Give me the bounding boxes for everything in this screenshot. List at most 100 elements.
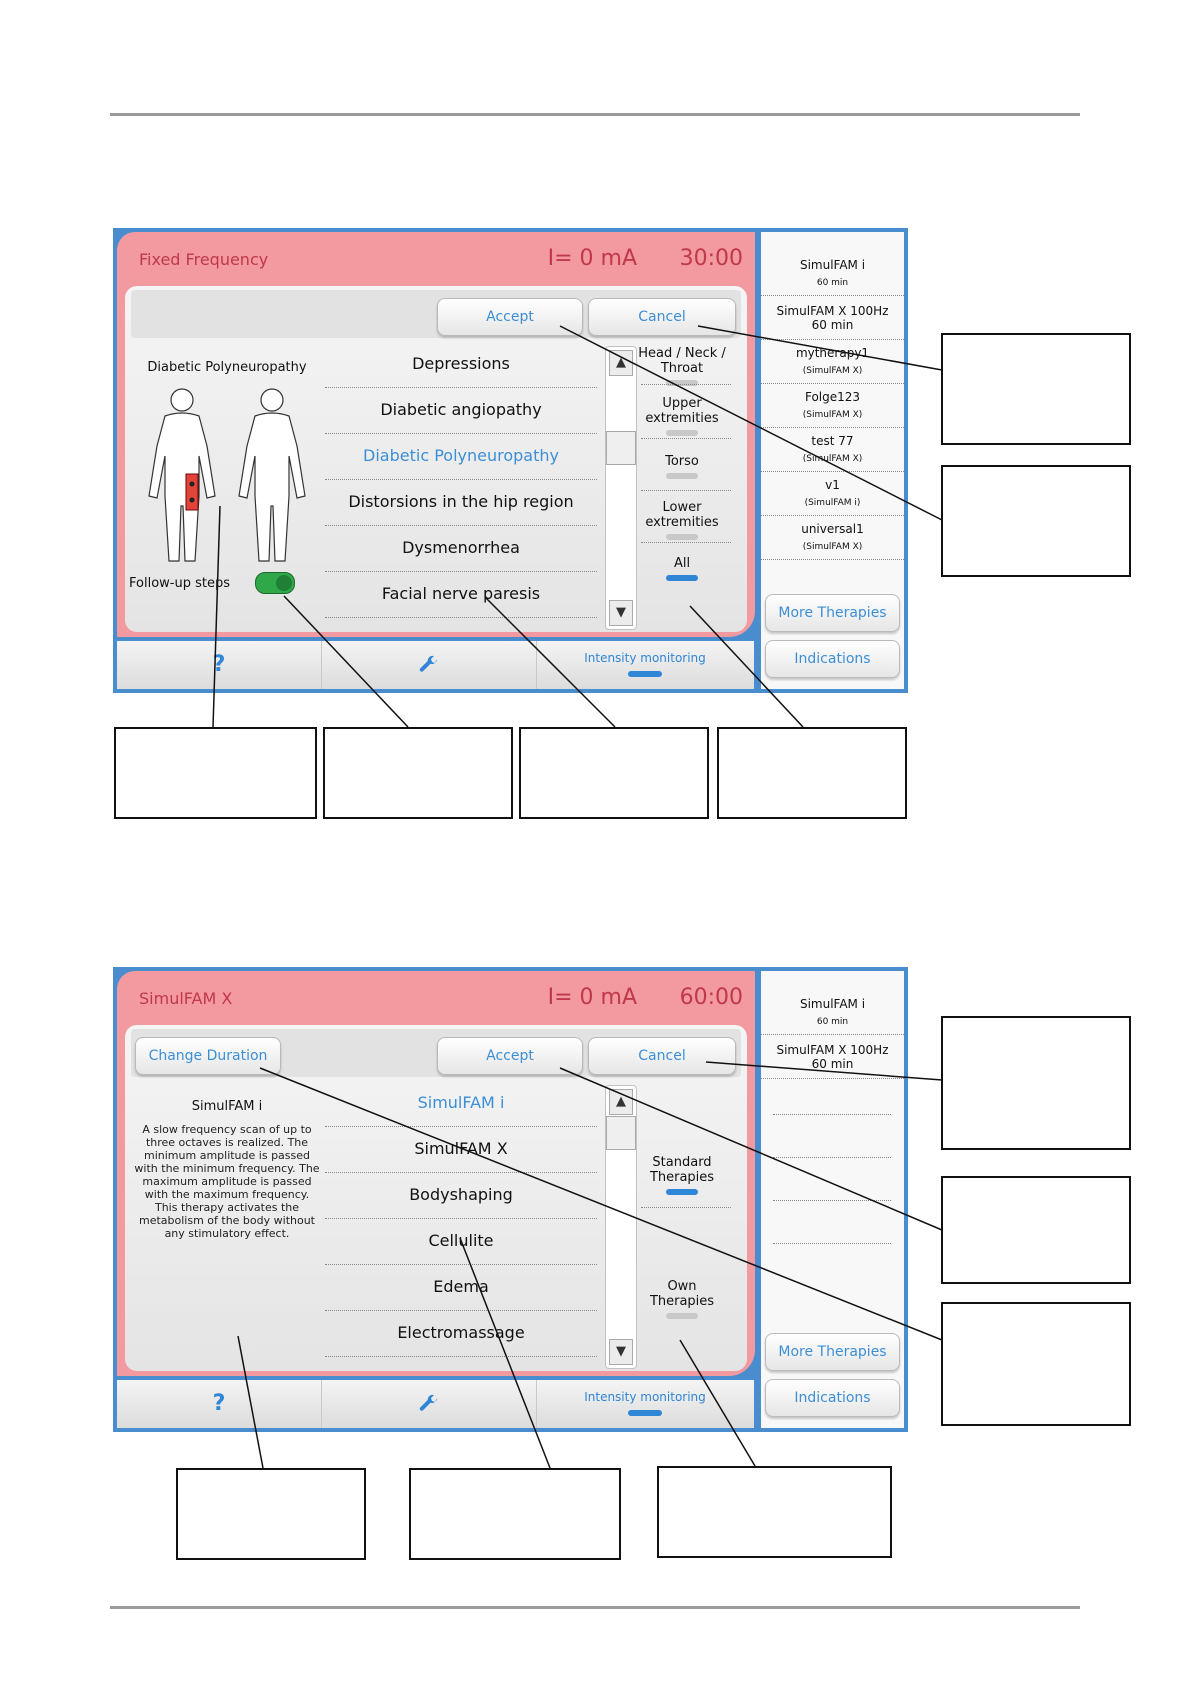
help-button[interactable]: ? <box>117 1380 322 1428</box>
indications-button[interactable]: Indications <box>765 640 900 678</box>
scroll-up-icon[interactable]: ▲ <box>609 350 633 376</box>
category-indicator <box>666 380 698 386</box>
current-readout: I= 0 mA <box>547 985 637 1010</box>
category-indicator <box>666 1189 698 1195</box>
bottom-toolbar: ? Intensity monitoring <box>117 1380 754 1428</box>
callout-box <box>941 333 1131 445</box>
sidebar-therapy-sub: (SimulFAM i) <box>804 497 861 508</box>
list-item[interactable]: Electromassage <box>325 1311 597 1357</box>
category-label: Lower extremities <box>645 500 719 530</box>
list-item[interactable]: Dysmenorrhea <box>325 526 597 572</box>
category-indicator <box>666 430 698 436</box>
category-filter-item[interactable]: Standard Therapies <box>635 1155 729 1195</box>
scroll-down-icon[interactable]: ▼ <box>609 600 633 626</box>
list-item[interactable]: SimulFAM i <box>325 1081 597 1127</box>
top-rule <box>110 113 1080 116</box>
sidebar-therapy-item[interactable]: v1 (SimulFAM i) <box>761 472 904 516</box>
sidebar-therapy-item[interactable]: SimulFAM i 60 min <box>761 991 904 1035</box>
more-therapies-button[interactable]: More Therapies <box>765 594 900 632</box>
category-label: Head / Neck / Throat <box>638 346 726 376</box>
scroll-thumb[interactable] <box>606 431 636 465</box>
callout-box <box>941 465 1131 577</box>
sidebar-therapy-name: SimulFAM X 100Hz 60 min <box>776 303 889 332</box>
sidebar-therapy-name: SimulFAM i <box>799 996 866 1011</box>
bottom-rule <box>110 1606 1080 1609</box>
description-text: A slow frequency scan of up to three oct… <box>134 1123 320 1240</box>
category-label: Standard Therapies <box>649 1155 715 1185</box>
sidebar-therapy-item[interactable]: Folge123(SimulFAM X) <box>761 384 904 428</box>
followup-toggle[interactable] <box>255 572 295 594</box>
scrollbar[interactable]: ▲ ▼ <box>605 346 637 630</box>
sidebar-therapy-sub: (SimulFAM X) <box>802 453 863 464</box>
sidebar-therapy-name: v1 <box>825 477 840 492</box>
category-filter-item[interactable]: Lower extremities <box>635 500 729 540</box>
category-label: Own Therapies <box>649 1279 715 1309</box>
category-divider <box>641 542 731 543</box>
sidebar-therapy-item[interactable]: mytherapy1 (SimulFAM X) <box>761 340 904 384</box>
sidebar-therapy-item[interactable]: SimulFAM X 100Hz 60 min <box>761 1035 904 1079</box>
list-item[interactable]: Distorsions in the hip region <box>325 480 597 526</box>
list-item[interactable]: Bodyshaping <box>325 1173 597 1219</box>
category-filter-item[interactable]: Head / Neck / Throat <box>635 346 729 386</box>
callout-box <box>409 1468 621 1560</box>
change-duration-button[interactable]: Change Duration <box>135 1037 281 1075</box>
intensity-indicator <box>628 671 662 677</box>
scroll-up-icon[interactable]: ▲ <box>609 1089 633 1115</box>
program-title: Fixed Frequency <box>139 250 269 269</box>
callout-box <box>114 727 317 819</box>
callout-box <box>519 727 709 819</box>
category-divider <box>641 1207 731 1208</box>
accept-button[interactable]: Accept <box>437 298 583 336</box>
more-therapies-button[interactable]: More Therapies <box>765 1333 900 1371</box>
list-item[interactable]: Depressions <box>325 342 597 388</box>
action-bar: Accept Cancel <box>131 290 741 338</box>
scrollbar[interactable]: ▲ ▼ <box>605 1085 637 1369</box>
sidebar-therapy-item[interactable]: SimulFAM X 100Hz 60 min <box>761 296 904 340</box>
header-bar: SimulFAM X I= 0 mA 60:00 Change Duration… <box>117 971 755 1376</box>
sidebar-therapy-name: SimulFAM i <box>799 257 866 272</box>
list-item[interactable]: Diabetic angiopathy <box>325 388 597 434</box>
category-filter-item[interactable]: Upper extremities <box>635 396 729 436</box>
body-map-title: Diabetic Polyneuropathy <box>147 360 307 375</box>
sidebar-therapy-sub: (SimulFAM X) <box>802 541 863 552</box>
wrench-icon <box>419 1394 438 1411</box>
callout-box <box>323 727 513 819</box>
electrode-marker <box>185 473 199 511</box>
sidebar-therapy-sub: 60 min <box>816 1016 849 1027</box>
accept-button[interactable]: Accept <box>437 1037 583 1075</box>
indications-button[interactable]: Indications <box>765 1379 900 1417</box>
body-map[interactable] <box>137 386 317 566</box>
list-item[interactable]: Facial nerve paresis <box>325 572 597 618</box>
category-divider <box>641 438 731 439</box>
content-panel: Accept Cancel Diabetic Polyneuropathy Fo… <box>125 286 747 632</box>
list-item[interactable]: Edema <box>325 1265 597 1311</box>
list-item[interactable]: Diabetic Polyneuropathy <box>325 434 597 480</box>
sidebar-therapy-name: mytherapy1 <box>795 345 870 360</box>
cancel-button[interactable]: Cancel <box>588 1037 736 1075</box>
scroll-down-icon[interactable]: ▼ <box>609 1339 633 1365</box>
sidebar-therapy-item[interactable]: test 77(SimulFAM X) <box>761 428 904 472</box>
sidebar-therapy-sub: (SimulFAM X) <box>802 365 863 376</box>
category-filter-item[interactable]: Torso <box>635 454 729 479</box>
wrench-icon <box>419 655 438 672</box>
bottom-toolbar: ? Intensity monitoring <box>117 641 754 689</box>
program-title: SimulFAM X <box>139 989 233 1008</box>
scroll-thumb[interactable] <box>606 1116 636 1150</box>
category-filter-item[interactable]: Own Therapies <box>635 1279 729 1319</box>
sidebar-therapy-item[interactable]: universal1(SimulFAM X) <box>761 516 904 560</box>
time-readout: 30:00 <box>679 246 743 271</box>
category-filter-item[interactable]: All <box>635 556 729 581</box>
settings-button[interactable] <box>322 641 537 689</box>
category-label: Upper extremities <box>645 396 719 426</box>
sidebar-therapy-name: Folge123 <box>804 389 861 404</box>
intensity-monitoring-button[interactable]: Intensity monitoring <box>537 1380 753 1428</box>
cancel-button[interactable]: Cancel <box>588 298 736 336</box>
intensity-monitoring-button[interactable]: Intensity monitoring <box>537 641 753 689</box>
settings-button[interactable] <box>322 1380 537 1428</box>
